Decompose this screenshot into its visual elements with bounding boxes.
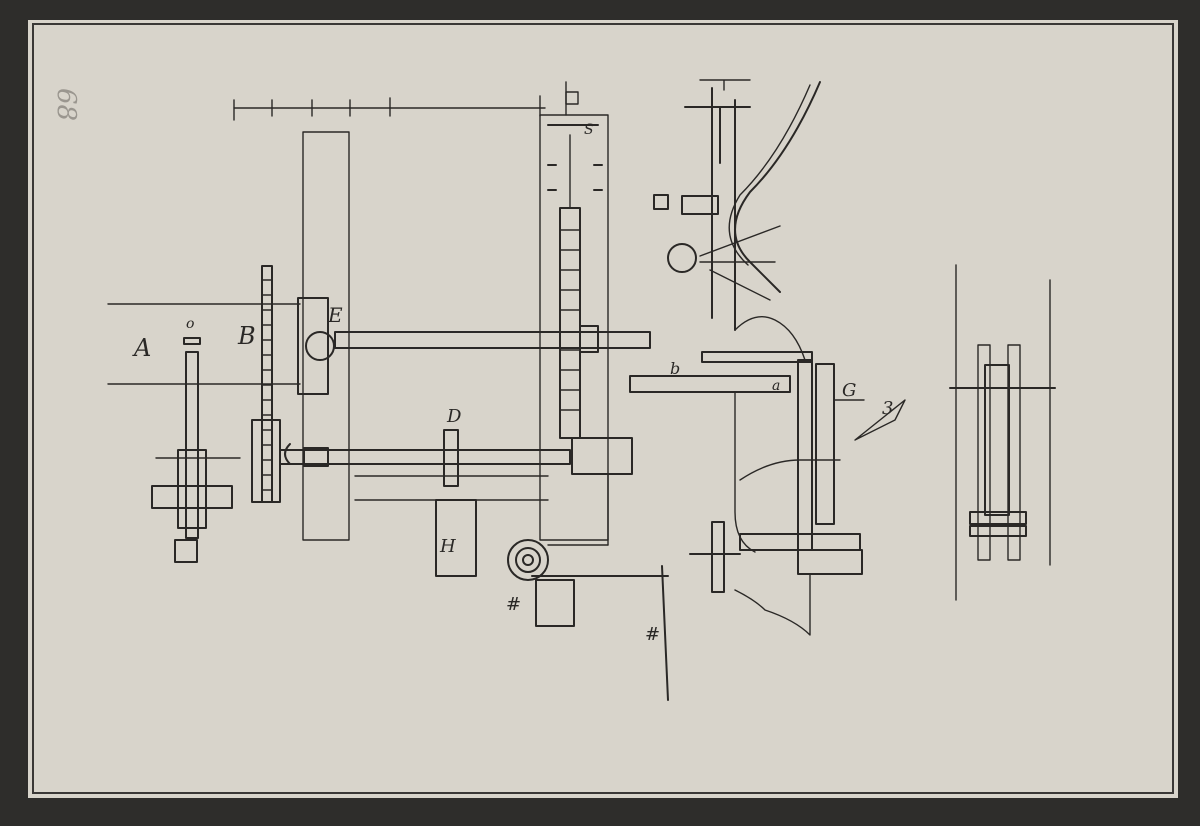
label-a-small: a xyxy=(772,378,780,394)
paper xyxy=(28,20,1178,798)
spiral-drum xyxy=(507,473,669,701)
lower-shaft xyxy=(279,429,633,577)
label-z: 3 xyxy=(882,398,893,419)
label-g: G xyxy=(842,380,856,401)
page-number: 68 xyxy=(51,88,81,121)
side-view-mechanism xyxy=(629,79,906,636)
label-e: E xyxy=(327,303,343,327)
label-hash-2: # xyxy=(645,624,660,645)
label-o: o xyxy=(186,316,194,332)
label-s: S xyxy=(584,122,594,138)
main-mechanism xyxy=(107,81,669,701)
left-bearing xyxy=(151,337,241,563)
frame-columns xyxy=(107,81,609,541)
label-d: D xyxy=(446,406,462,427)
rack xyxy=(547,124,603,439)
end-view-mechanism xyxy=(949,264,1056,601)
sheet-border xyxy=(32,23,1174,794)
label-b-small: b xyxy=(670,359,680,378)
upper-shaft xyxy=(297,297,651,395)
label-b: B xyxy=(237,322,256,350)
label-h: H xyxy=(439,536,456,557)
scale-bar xyxy=(233,95,546,121)
label-a: A xyxy=(132,334,151,362)
label-hash-1: # xyxy=(506,594,521,615)
